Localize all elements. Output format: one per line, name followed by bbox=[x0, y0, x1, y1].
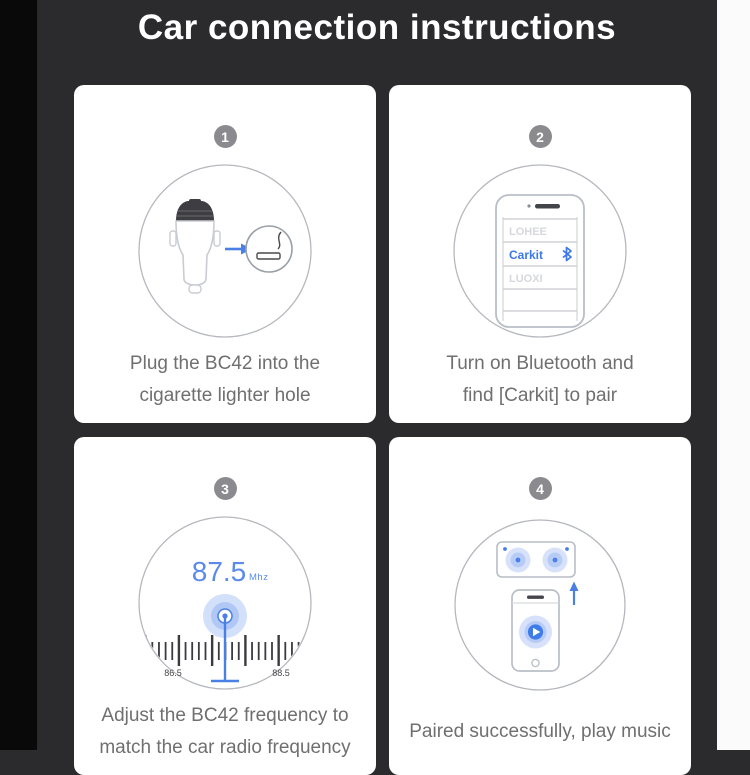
step-4-illustration bbox=[454, 519, 626, 691]
smartphone-icon: LOHEE Carkit LUOXI bbox=[495, 194, 585, 328]
step-1-number-badge: 1 bbox=[213, 125, 237, 148]
smartphone-icon bbox=[511, 589, 560, 672]
scale-label-right: 88.5 bbox=[272, 668, 290, 678]
caption-line-2: cigarette lighter hole bbox=[139, 385, 311, 406]
step-card-4: 4 bbox=[389, 437, 691, 775]
car-charger-icon bbox=[169, 199, 221, 294]
left-letterbox bbox=[0, 0, 37, 750]
illustration-circle bbox=[138, 164, 312, 338]
illustration-circle bbox=[454, 519, 626, 691]
frequency-value: 87.5 bbox=[192, 556, 247, 587]
caption-line-1: Adjust the BC42 frequency to bbox=[101, 705, 349, 726]
right-letterbox bbox=[717, 0, 750, 750]
step-2-illustration: LOHEE Carkit LUOXI bbox=[453, 164, 627, 338]
step-4-caption: Paired successfully, play music bbox=[409, 695, 671, 769]
caption-line-1: Turn on Bluetooth and bbox=[446, 353, 634, 374]
caption-line-1: Paired successfully, play music bbox=[409, 721, 671, 742]
steps-grid: 1 Plug the BC bbox=[74, 85, 691, 775]
step-card-3: 3 87.5 Mhz 86.5 88.5 Adjust the BC42 fre… bbox=[74, 437, 376, 775]
caption-line-2: find [Carkit] to pair bbox=[462, 385, 618, 406]
bluetooth-icon bbox=[562, 246, 572, 262]
frequency-unit: Mhz bbox=[249, 572, 268, 583]
step-3-caption: Adjust the BC42 frequency to match the c… bbox=[99, 695, 350, 769]
illustration-circle bbox=[453, 164, 627, 338]
step-1-illustration bbox=[138, 164, 312, 338]
play-button-icon bbox=[519, 615, 552, 649]
home-button-icon bbox=[531, 658, 540, 668]
device-list-item-3: LUOXI bbox=[509, 273, 543, 285]
speaker-driver-icon bbox=[505, 547, 531, 573]
bluetooth-device-list: LOHEE Carkit LUOXI bbox=[503, 218, 577, 312]
step-3-illustration: 87.5 Mhz 86.5 88.5 bbox=[138, 516, 312, 690]
scale-label-left: 86.5 bbox=[164, 668, 182, 678]
device-list-item-selected: Carkit bbox=[509, 248, 543, 262]
caption-line-2: match the car radio frequency bbox=[99, 737, 351, 758]
step-2-caption: Turn on Bluetooth and find [Carkit] to p… bbox=[446, 343, 633, 417]
tuner-needle-icon bbox=[203, 594, 247, 683]
device-list-item-1: LOHEE bbox=[509, 226, 547, 238]
illustration-circle bbox=[138, 516, 312, 690]
step-2-number-badge: 2 bbox=[528, 125, 552, 148]
step-4-number-badge: 4 bbox=[528, 477, 552, 500]
step-card-2: 2 LOHEE Carkit LUOXI bbox=[389, 85, 691, 423]
step-card-1: 1 Plug the BC bbox=[74, 85, 376, 423]
up-arrow-icon bbox=[569, 581, 579, 605]
speaker-icon bbox=[496, 541, 576, 578]
speaker-driver-icon bbox=[542, 547, 568, 573]
caption-line-1: Plug the BC42 into the bbox=[129, 353, 321, 374]
cigarette-lighter-icon bbox=[245, 225, 293, 273]
step-3-number-badge: 3 bbox=[213, 477, 237, 500]
step-1-caption: Plug the BC42 into the cigarette lighter… bbox=[130, 343, 320, 417]
page-title: Car connection instructions bbox=[137, 8, 617, 47]
